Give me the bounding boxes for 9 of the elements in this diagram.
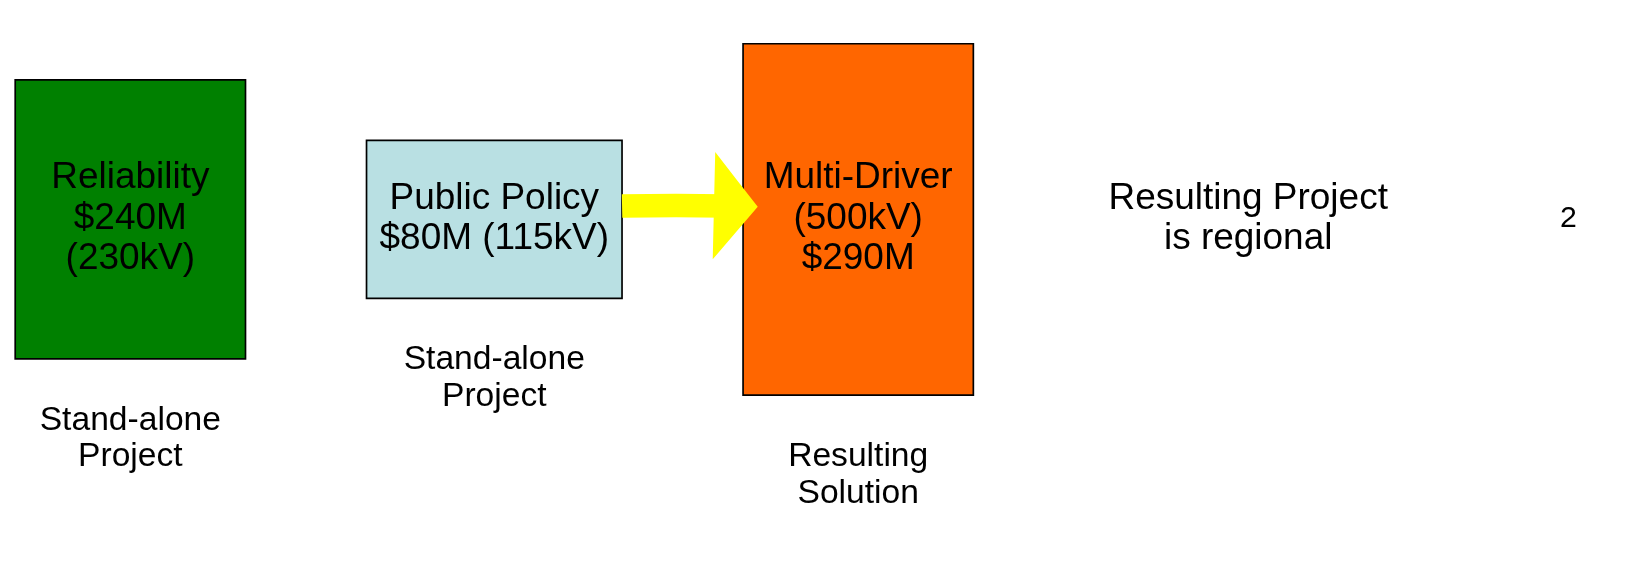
label: Resulting Project is regional (1108, 175, 1388, 257)
node-box: Public Policy $80M (115kV) (365, 139, 623, 300)
node-label: Resulting Solution (788, 436, 929, 511)
arrow (621, 152, 758, 260)
node-box: Multi-Driver (500kV) $290M (742, 42, 975, 396)
label: 2 (1560, 199, 1577, 233)
node-box: Reliability $240M (230kV) (14, 79, 247, 360)
node-label: Stand-alone Project (39, 399, 221, 474)
node-label: Stand-alone Project (403, 338, 585, 413)
